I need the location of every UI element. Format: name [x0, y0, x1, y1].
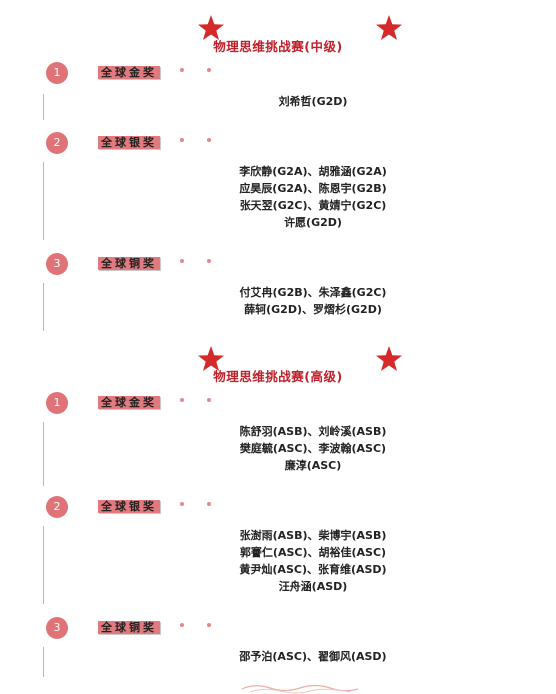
- rank-badge: 1: [46, 392, 68, 414]
- rank-badge: 3: [46, 617, 68, 639]
- section-title: 物理思维挑战赛(高级): [213, 369, 343, 384]
- section-header: 物理思维挑战赛(中级): [0, 14, 556, 54]
- winner-line: 刘希哲(G2D): [278, 95, 348, 108]
- award-label: 全球银奖: [98, 500, 160, 513]
- rank-badge: 2: [46, 132, 68, 154]
- rank-badge: 2: [46, 496, 68, 518]
- rank-badge: 1: [46, 62, 68, 84]
- star-icon: [198, 15, 224, 40]
- decor-dot: [180, 502, 184, 506]
- decor-dot: [207, 623, 211, 627]
- award-label: 全球金奖: [98, 396, 160, 409]
- winner-line: 应昊辰(G2A)、陈恩宇(G2B): [239, 182, 387, 195]
- timeline-line: [43, 647, 44, 677]
- winner-line: 郭謇仁(ASC)、胡裕佳(ASC): [239, 546, 387, 559]
- winner-list: 刘希哲(G2D): [170, 93, 456, 110]
- winner-list: 邵予泊(ASC)、翟御风(ASD): [170, 648, 456, 665]
- winner-line: 李欣静(G2A)、胡雅涵(G2A): [239, 165, 387, 178]
- winner-list: 李欣静(G2A)、胡雅涵(G2A) 应昊辰(G2A)、陈恩宇(G2B) 张天翌(…: [170, 163, 456, 231]
- winner-line: 付艾冉(G2B)、朱泽鑫(G2C): [239, 286, 387, 299]
- winner-line: 张澍雨(ASB)、柴博宇(ASB): [239, 529, 387, 542]
- winner-line: 许愿(G2D): [284, 216, 342, 229]
- winner-list: 陈舒羽(ASB)、刘岭溪(ASB) 樊庭毓(ASC)、李波翰(ASC) 廉淳(A…: [170, 423, 456, 474]
- decor-dot: [207, 502, 211, 506]
- timeline-line: [43, 283, 44, 331]
- winner-list: 付艾冉(G2B)、朱泽鑫(G2C) 薛轲(G2D)、罗熠杉(G2D): [170, 284, 456, 318]
- winner-line: 汪舟涵(ASD): [278, 580, 348, 593]
- rank-badge: 3: [46, 253, 68, 275]
- timeline-line: [43, 162, 44, 240]
- wave-divider-icon: [241, 684, 359, 694]
- decor-dot: [207, 138, 211, 142]
- section-title: 物理思维挑战赛(中级): [213, 39, 343, 54]
- decor-dot: [180, 68, 184, 72]
- decor-dot: [207, 68, 211, 72]
- winner-line: 陈舒羽(ASB)、刘岭溪(ASB): [239, 425, 387, 438]
- decor-dot: [180, 623, 184, 627]
- section-header: 物理思维挑战赛(高级): [0, 345, 556, 385]
- decor-dot: [180, 259, 184, 263]
- winner-line: 薛轲(G2D)、罗熠杉(G2D): [244, 303, 382, 316]
- decor-dot: [207, 398, 211, 402]
- award-label: 全球金奖: [98, 66, 160, 79]
- timeline-line: [43, 94, 44, 120]
- timeline-line: [43, 422, 44, 486]
- decor-dot: [180, 398, 184, 402]
- winner-list: 张澍雨(ASB)、柴博宇(ASB) 郭謇仁(ASC)、胡裕佳(ASC) 黄尹灿(…: [170, 527, 456, 595]
- winner-line: 邵予泊(ASC)、翟御风(ASD): [239, 650, 387, 663]
- star-icon: [198, 346, 224, 371]
- timeline-line: [43, 526, 44, 604]
- winner-line: 张天翌(G2C)、黄婧宁(G2C): [239, 199, 387, 212]
- star-icon: [376, 346, 402, 371]
- award-label: 全球铜奖: [98, 621, 160, 634]
- award-label: 全球银奖: [98, 136, 160, 149]
- award-label: 全球铜奖: [98, 257, 160, 270]
- winner-line: 廉淳(ASC): [284, 459, 342, 472]
- decor-dot: [207, 259, 211, 263]
- decor-dot: [180, 138, 184, 142]
- star-icon: [376, 15, 402, 40]
- winner-line: 黄尹灿(ASC)、张育维(ASD): [239, 563, 387, 576]
- winner-line: 樊庭毓(ASC)、李波翰(ASC): [239, 442, 387, 455]
